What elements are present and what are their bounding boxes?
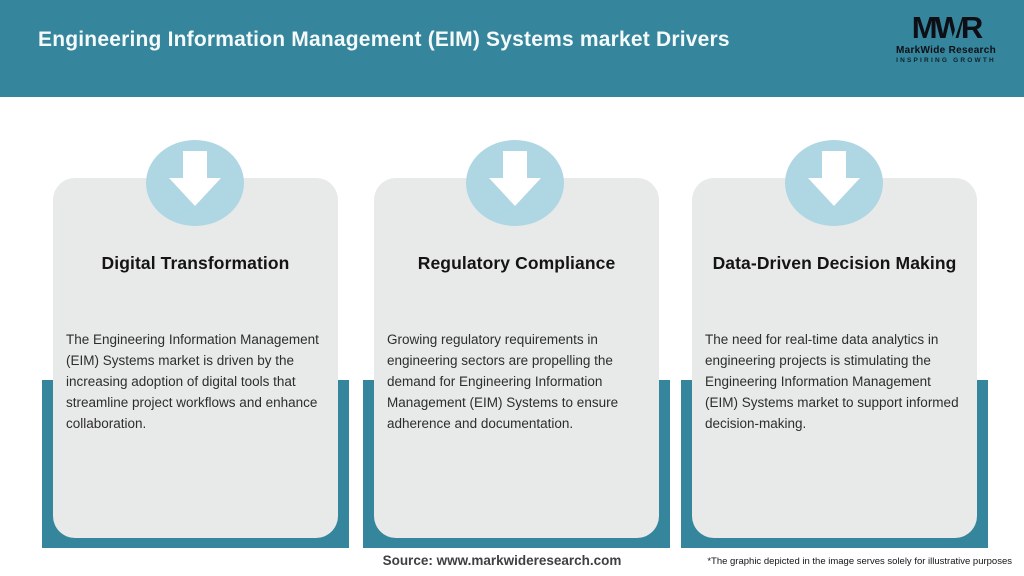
card-description: The need for real-time data analytics in… bbox=[705, 332, 959, 431]
mwr-monogram: MWR bbox=[911, 10, 984, 45]
page-title: Engineering Information Management (EIM)… bbox=[38, 28, 730, 51]
driver-card-digital-transformation: Digital Transformation The Engineering I… bbox=[53, 178, 338, 538]
card-title: Regulatory Compliance bbox=[417, 253, 616, 273]
logo-tagline: Inspiring Growth bbox=[896, 57, 996, 64]
card-description: The Engineering Information Management (… bbox=[66, 332, 319, 431]
header-bar: Engineering Information Management (EIM)… bbox=[0, 0, 1024, 97]
driver-card-data-driven-decision-making: Data-Driven Decision Making The need for… bbox=[692, 178, 977, 538]
logo-company-name: MarkWide Research bbox=[895, 45, 997, 56]
mwr-monogram-text: MWR bbox=[911, 10, 984, 45]
down-arrow-icon bbox=[146, 140, 244, 226]
markwide-research-logo: MWR MarkWide Research Inspiring Growth bbox=[886, 12, 1006, 64]
down-arrow-icon bbox=[466, 140, 564, 226]
driver-card-regulatory-compliance: Regulatory Compliance Growing regulatory… bbox=[374, 178, 659, 538]
down-arrow-icon bbox=[785, 140, 883, 226]
card-description: Growing regulatory requirements in engin… bbox=[387, 332, 619, 431]
card-title: Data-Driven Decision Making bbox=[712, 253, 957, 273]
illustrative-disclaimer: *The graphic depicted in the image serve… bbox=[707, 556, 1012, 567]
card-title: Digital Transformation bbox=[101, 253, 290, 273]
source-credit: Source: www.markwideresearch.com bbox=[382, 553, 622, 568]
